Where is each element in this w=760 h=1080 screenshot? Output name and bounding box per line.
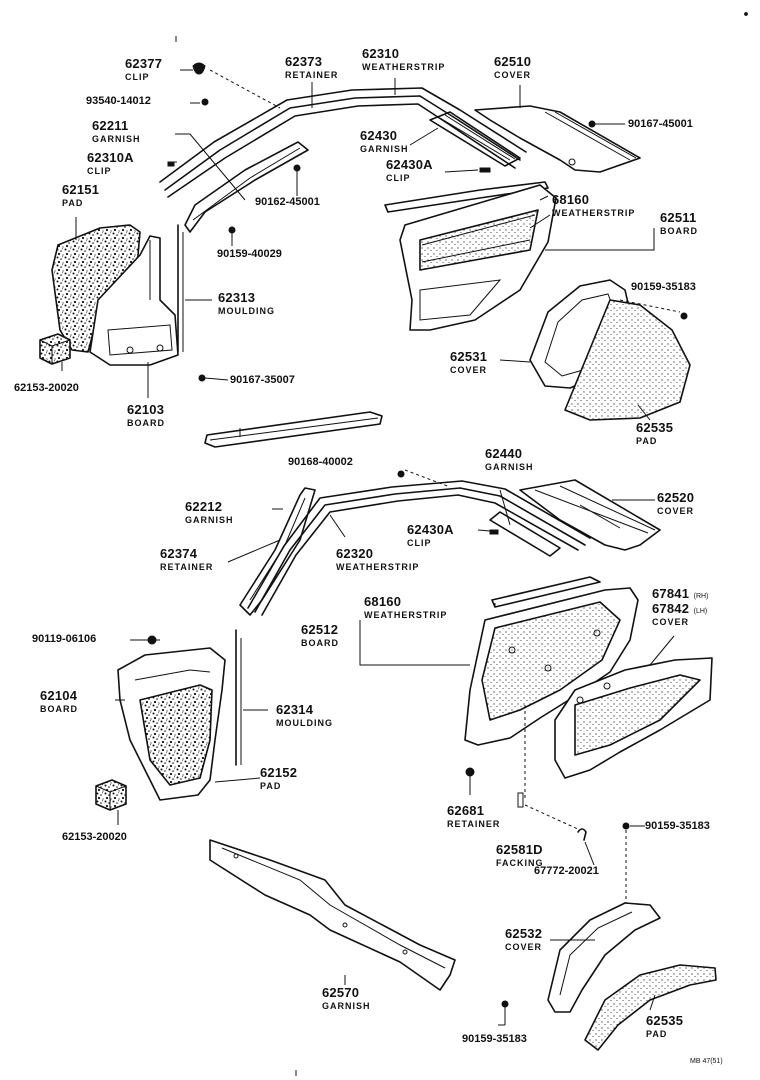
leader-lines [61, 69, 675, 1026]
weatherstrip-62310-shape [159, 87, 527, 198]
block-62153-upper-shape [39, 333, 71, 365]
clip-67772-shape [577, 828, 587, 841]
screw-90159-35183-mid [622, 822, 630, 905]
weatherstrip-68160-upper-shape [384, 181, 549, 213]
label-90119: 90119-06106 [32, 633, 97, 645]
board-62103-shape [89, 235, 179, 366]
pad-62535-upper-shape [564, 299, 691, 421]
board-62104-shape [117, 647, 226, 801]
garnish-62212-shape [239, 487, 316, 616]
screw-93540 [201, 98, 209, 106]
label-67842: 67842 (LH)COVER [652, 601, 708, 627]
label-90159-35183-mid: 90159-35183 [645, 820, 710, 832]
facking-62581D-shape [517, 792, 581, 831]
sill-strip-shape [204, 411, 383, 448]
clip-62310A-shape [167, 161, 175, 167]
label-67841: 67841 (RH) [652, 586, 709, 601]
garnish-62440-shape [489, 511, 561, 557]
footer-code: MB 47(51) [690, 1058, 723, 1065]
garnish-62211-shape [184, 141, 309, 233]
screw-90159-35183-upper [619, 299, 688, 320]
board-62511-shape [399, 184, 557, 331]
retainer-62681-shape [465, 767, 475, 790]
corner-mark [744, 12, 748, 16]
clip-62430A-lower-shape [489, 529, 499, 535]
cover-62510-shape [474, 105, 641, 173]
moulding-62314-shape [235, 629, 242, 766]
screw-90159-35183-lower [501, 1000, 509, 1025]
label-62153-upper: 62153-20020 [14, 382, 79, 394]
moulding-62313-shape [177, 224, 184, 353]
pad-62535-lower-shape [584, 964, 717, 1051]
board-62512-shape [464, 587, 639, 746]
garnish-62430-shape [429, 111, 521, 167]
weatherstrip-62320-shape [247, 480, 591, 616]
label-90168: 90168-40002 [288, 456, 353, 468]
label-90159-35183-upper: 90159-35183 [631, 281, 696, 293]
screw-90162 [293, 164, 301, 196]
label-62153-lower: 62153-20020 [62, 831, 127, 843]
cover-62520-shape [519, 479, 661, 551]
screw-90119 [146, 635, 160, 645]
label-90159-35183-lower: 90159-35183 [462, 1033, 527, 1045]
label-67772: 67772-20021 [534, 865, 599, 877]
label-90167-45001: 90167-45001 [628, 118, 693, 130]
clip-62430A-shape [479, 167, 491, 173]
label-90162: 90162-45001 [255, 196, 320, 208]
weatherstrip-68160-lower-shape [491, 576, 601, 608]
screw-90167-35007 [198, 374, 229, 382]
label-90167-35007: 90167-35007 [230, 374, 295, 386]
block-62153-lower-shape [95, 779, 127, 811]
screw-90159-40029 [228, 226, 236, 246]
clip-62377-shape [192, 62, 281, 109]
cover-67841-shape [554, 657, 713, 779]
label-93540: 93540-14012 [86, 95, 151, 107]
cover-62532-shape [547, 902, 661, 1013]
label-90159-40029: 90159-40029 [217, 248, 282, 260]
screw-90168 [397, 469, 451, 488]
garnish-62570-shape [209, 839, 456, 991]
